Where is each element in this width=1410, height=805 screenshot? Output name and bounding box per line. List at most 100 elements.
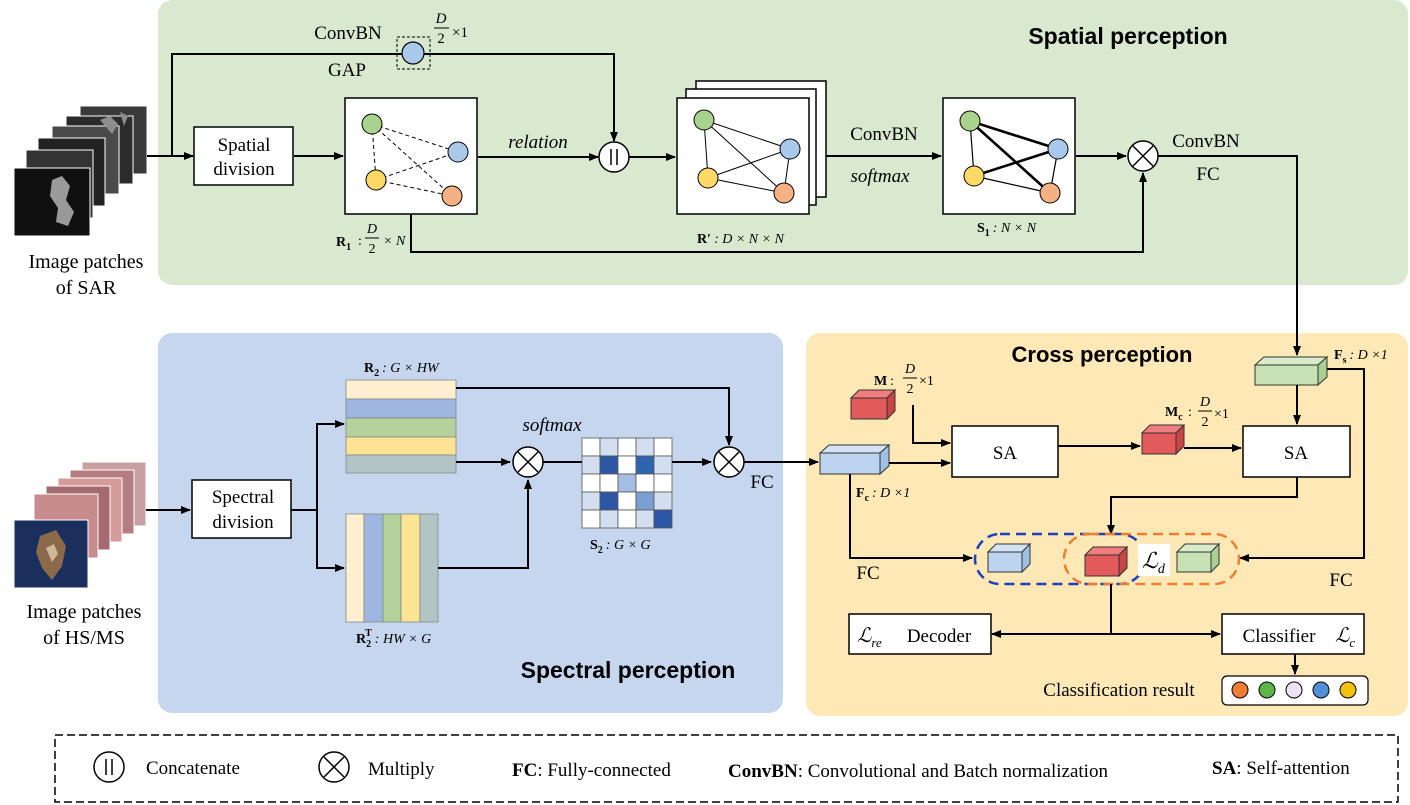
r2t-label: R2T: HW × G — [356, 628, 431, 650]
sa-box-1 — [951, 425, 1059, 478]
spectral-panel — [158, 333, 783, 713]
sa-label-2: SA — [1284, 443, 1309, 464]
gap-dim-num: D — [435, 11, 447, 27]
r1-label: R1 — [336, 235, 351, 253]
legend-multiply-icon — [318, 751, 350, 783]
result-class-dot-icon — [1285, 681, 1303, 699]
gap-label: GAP — [328, 60, 366, 81]
node-green-icon — [361, 113, 383, 135]
convbn-right-label: ConvBN — [1172, 131, 1240, 152]
lre-loss-label: ℒre — [857, 625, 882, 650]
classification-result-label: Classification result — [1043, 680, 1195, 701]
mc-num: D — [1199, 395, 1210, 410]
classifier-box — [1221, 613, 1365, 655]
sar-image-stack — [13, 105, 148, 237]
convbn-top-label: ConvBN — [314, 23, 382, 44]
fc-spatial-label: FC — [1196, 164, 1219, 185]
legend-concatenate: Concatenate — [146, 758, 240, 779]
legend-box — [54, 734, 1399, 803]
r1-den: 2 — [369, 242, 376, 257]
gap-box — [396, 36, 431, 70]
lc-loss-label: ℒc — [1335, 625, 1355, 650]
r1-colon: : — [358, 234, 362, 249]
gap-dim-den: 2 — [437, 31, 445, 47]
m-rest: ×1 — [919, 374, 934, 389]
mc-projected-cube — [1083, 545, 1129, 578]
fc-spectral-label: FC — [750, 472, 773, 493]
spatial-title: Spatial perception — [1028, 23, 1227, 49]
s2-label: S2: G × G — [590, 538, 651, 556]
spatial-division-line1: Spatial — [218, 135, 271, 156]
cross-title: Cross perception — [1012, 342, 1193, 367]
hs-image-stack — [13, 461, 147, 589]
mc-memory-cube — [1140, 423, 1186, 456]
node-blue-icon — [447, 141, 469, 163]
mc-den: 2 — [1202, 415, 1209, 430]
spectral-division-box — [191, 479, 292, 539]
mc-rest: ×1 — [1214, 407, 1229, 422]
s1-node-green-icon — [959, 110, 981, 132]
orange-dashed-group — [1062, 532, 1241, 586]
decoder-label: Decoder — [907, 626, 972, 647]
spectral-multiply-icon-2 — [713, 446, 745, 478]
spectral-multiply-icon-1 — [512, 446, 544, 478]
relation-label: relation — [508, 132, 567, 153]
node-orange-icon — [441, 185, 463, 207]
result-class-dot-icon — [1231, 681, 1249, 699]
legend-multiply: Multiply — [368, 759, 435, 780]
blue-dashed-group — [973, 532, 1147, 586]
legend-concatenate-icon — [93, 751, 125, 783]
sa-box-2 — [1242, 425, 1351, 478]
spectral-division-line1: Spectral — [212, 487, 274, 508]
r1-rest: × N — [383, 234, 406, 249]
fs-vec-label: Fs: D ×1 — [1334, 348, 1388, 366]
r2t-matrix — [345, 513, 439, 623]
spectral-division-line2: division — [212, 512, 274, 533]
ld-loss-label: ℒd — [1142, 548, 1166, 577]
s1-node-orange-icon — [1039, 182, 1061, 204]
result-class-dot-icon — [1312, 681, 1330, 699]
result-class-dot-icon — [1339, 681, 1357, 699]
node-yellow-icon — [365, 169, 387, 191]
sar-caption-line1: Image patches — [29, 251, 144, 273]
spatial-division-box — [193, 126, 294, 186]
spatial-multiply-icon — [1127, 140, 1159, 172]
result-class-dot-icon — [1258, 681, 1276, 699]
s1-node-yellow-icon — [963, 165, 985, 187]
s1-node-blue-icon — [1047, 138, 1069, 160]
spatial-division-line2: division — [213, 159, 275, 180]
legend-fc: FC: Fully-connected — [512, 760, 671, 781]
s1-label: S1: N × N — [977, 221, 1037, 239]
concatenate-icon — [598, 141, 630, 173]
r2-label: R2: G × HW — [364, 361, 440, 379]
legend-convbn: ConvBN: Convolutional and Batch normaliz… — [728, 761, 1108, 782]
rprime-label: R′: D × N × N — [697, 232, 785, 247]
hs-caption-line1: Image patches — [27, 601, 142, 623]
sar-caption-line2: of SAR — [56, 277, 117, 299]
legend-sa: SA: Self-attention — [1212, 758, 1350, 779]
cross-panel — [806, 333, 1408, 716]
gap-vector-icon — [401, 41, 425, 65]
r1-num: D — [366, 222, 377, 237]
r2-matrix — [345, 379, 457, 474]
fc-feature-cube — [818, 443, 891, 476]
decoder-box — [848, 613, 992, 655]
fc-left-label: FC — [856, 563, 879, 584]
fs-projected-cube — [1175, 542, 1221, 574]
m-num: D — [904, 362, 915, 377]
classification-result-dots — [1231, 681, 1357, 699]
softmax-spectral-label: softmax — [522, 415, 582, 436]
fc-vec-label: Fc: D ×1 — [856, 486, 910, 504]
graph-rprime-stack — [676, 80, 827, 215]
hs-caption-line2: of HS/MS — [43, 627, 125, 649]
gap-dim-rest: ×1 — [452, 25, 468, 41]
spectral-title: Spectral perception — [521, 657, 736, 683]
classifier-label: Classifier — [1243, 626, 1316, 647]
m-den: 2 — [907, 382, 914, 397]
fc-right-label: FC — [1329, 570, 1352, 591]
m-label: M — [874, 374, 887, 389]
convbn-mid-label: ConvBN — [850, 124, 918, 145]
m-colon: : — [890, 374, 894, 389]
softmax-spatial-label: softmax — [850, 166, 910, 187]
